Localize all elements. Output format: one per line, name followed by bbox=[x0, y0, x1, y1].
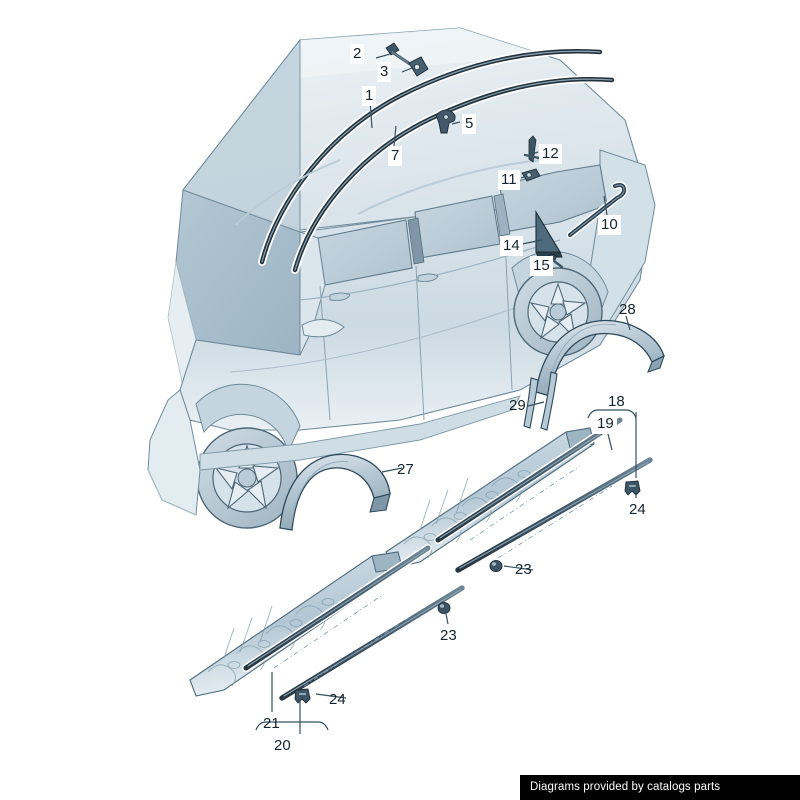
roof-trim-retainer bbox=[435, 109, 456, 134]
leader-2 bbox=[375, 53, 391, 59]
callout-5[interactable]: 5 bbox=[462, 114, 477, 134]
rear-window-moulding bbox=[566, 181, 628, 239]
door-handle-rear bbox=[417, 273, 439, 282]
roof-rail-clip bbox=[408, 56, 429, 77]
watermark-banner: Diagrams provided by catalogs parts bbox=[520, 775, 800, 800]
callout-23-rear[interactable]: 23 bbox=[515, 561, 532, 578]
callout-27[interactable]: 27 bbox=[397, 461, 414, 478]
sill-grommet-rear bbox=[489, 559, 503, 573]
door-seam-mid bbox=[415, 265, 425, 421]
callout-1[interactable]: 1 bbox=[362, 86, 377, 106]
b-pillar bbox=[407, 217, 425, 265]
callout-19[interactable]: 19 bbox=[594, 414, 617, 434]
pillar-trim-clip bbox=[521, 168, 541, 182]
pillar-trim-pin bbox=[523, 135, 541, 163]
roof-rail-right-highlight bbox=[294, 78, 613, 271]
sill-grommet-front bbox=[437, 601, 451, 615]
door-seam-front bbox=[319, 285, 331, 421]
callout-24-rear[interactable]: 24 bbox=[629, 501, 646, 518]
side-mirror bbox=[301, 319, 345, 338]
sill-panel-front bbox=[189, 551, 403, 697]
roof-groove-left bbox=[235, 159, 341, 226]
front-wheel-arch bbox=[195, 383, 301, 454]
leader-29 bbox=[527, 401, 545, 407]
front-wheel-spokes bbox=[214, 444, 280, 510]
leader-11 bbox=[520, 175, 528, 179]
sill-clip-rear bbox=[624, 480, 641, 496]
leader-23-rear bbox=[503, 565, 534, 571]
leader-7 bbox=[393, 125, 397, 147]
sill-rear-assembly-leaders bbox=[469, 465, 613, 559]
leader-27 bbox=[381, 467, 403, 473]
callout-24-front[interactable]: 24 bbox=[329, 691, 346, 708]
leader-28 bbox=[625, 315, 631, 331]
roof-groove-right bbox=[357, 159, 541, 215]
leader-12 bbox=[531, 151, 539, 155]
sill-moulding-set-front bbox=[189, 544, 466, 704]
sill-clip-front bbox=[294, 688, 311, 704]
sill-front-assembly-leaders bbox=[273, 593, 419, 687]
sill-moulding-front-outer-highlight bbox=[283, 589, 461, 697]
leader-23-front bbox=[445, 613, 449, 625]
callout-21[interactable]: 21 bbox=[263, 715, 280, 732]
sill-moulding-rear-highlight bbox=[439, 421, 619, 539]
sill-panel-rear-detail bbox=[403, 470, 531, 559]
quarter-window-trim bbox=[535, 210, 563, 258]
callout-2[interactable]: 2 bbox=[350, 44, 365, 64]
pillar-trim-group bbox=[521, 135, 628, 269]
callout-29[interactable]: 29 bbox=[509, 397, 526, 414]
front-bumper-line bbox=[147, 469, 197, 516]
callout-10[interactable]: 10 bbox=[598, 215, 621, 235]
callout-3[interactable]: 3 bbox=[377, 62, 392, 82]
callout-28[interactable]: 28 bbox=[619, 301, 636, 318]
bracket-18-19 bbox=[587, 409, 637, 419]
callout-23-front[interactable]: 23 bbox=[440, 627, 457, 644]
roof-rail-left-highlight bbox=[261, 50, 601, 263]
arch-flare-filler-strip bbox=[523, 371, 558, 431]
callout-12[interactable]: 12 bbox=[539, 144, 562, 164]
leader-14 bbox=[521, 239, 543, 245]
callout-15[interactable]: 15 bbox=[530, 256, 553, 276]
callout-14[interactable]: 14 bbox=[500, 236, 523, 256]
sill-moulding-front-highlight bbox=[247, 549, 427, 667]
sill-moulding-rear-outer-highlight bbox=[459, 461, 649, 569]
leader-3 bbox=[401, 67, 413, 73]
door-seam-rear bbox=[504, 237, 513, 391]
leader-5 bbox=[451, 121, 461, 125]
door-handle-front bbox=[329, 292, 351, 301]
callout-20[interactable]: 20 bbox=[274, 737, 291, 754]
windscreen-upper bbox=[182, 38, 301, 233]
sill-panel-front-detail bbox=[207, 598, 335, 687]
rear-wheel-hub bbox=[549, 303, 567, 321]
bracket-20-21 bbox=[255, 721, 329, 731]
roof-fastener-group bbox=[385, 42, 456, 134]
leader-10 bbox=[603, 195, 608, 216]
roof-rail-bolt bbox=[385, 42, 412, 66]
roof-highlight bbox=[292, 28, 548, 78]
callout-18[interactable]: 18 bbox=[608, 393, 625, 410]
rear-wheel-spokes bbox=[529, 282, 587, 340]
front-wheel-arch-flare bbox=[279, 453, 391, 531]
sill-moulding-set-rear bbox=[385, 416, 654, 574]
leader-24-front bbox=[315, 693, 347, 699]
callout-7[interactable]: 7 bbox=[388, 146, 403, 166]
callout-leader-lines bbox=[271, 53, 637, 734]
roof-rails-group bbox=[235, 47, 616, 274]
vehicle-sill bbox=[199, 395, 521, 471]
front-wheel-hub bbox=[237, 468, 257, 488]
callout-11[interactable]: 11 bbox=[498, 170, 520, 190]
c-pillar bbox=[493, 193, 511, 237]
